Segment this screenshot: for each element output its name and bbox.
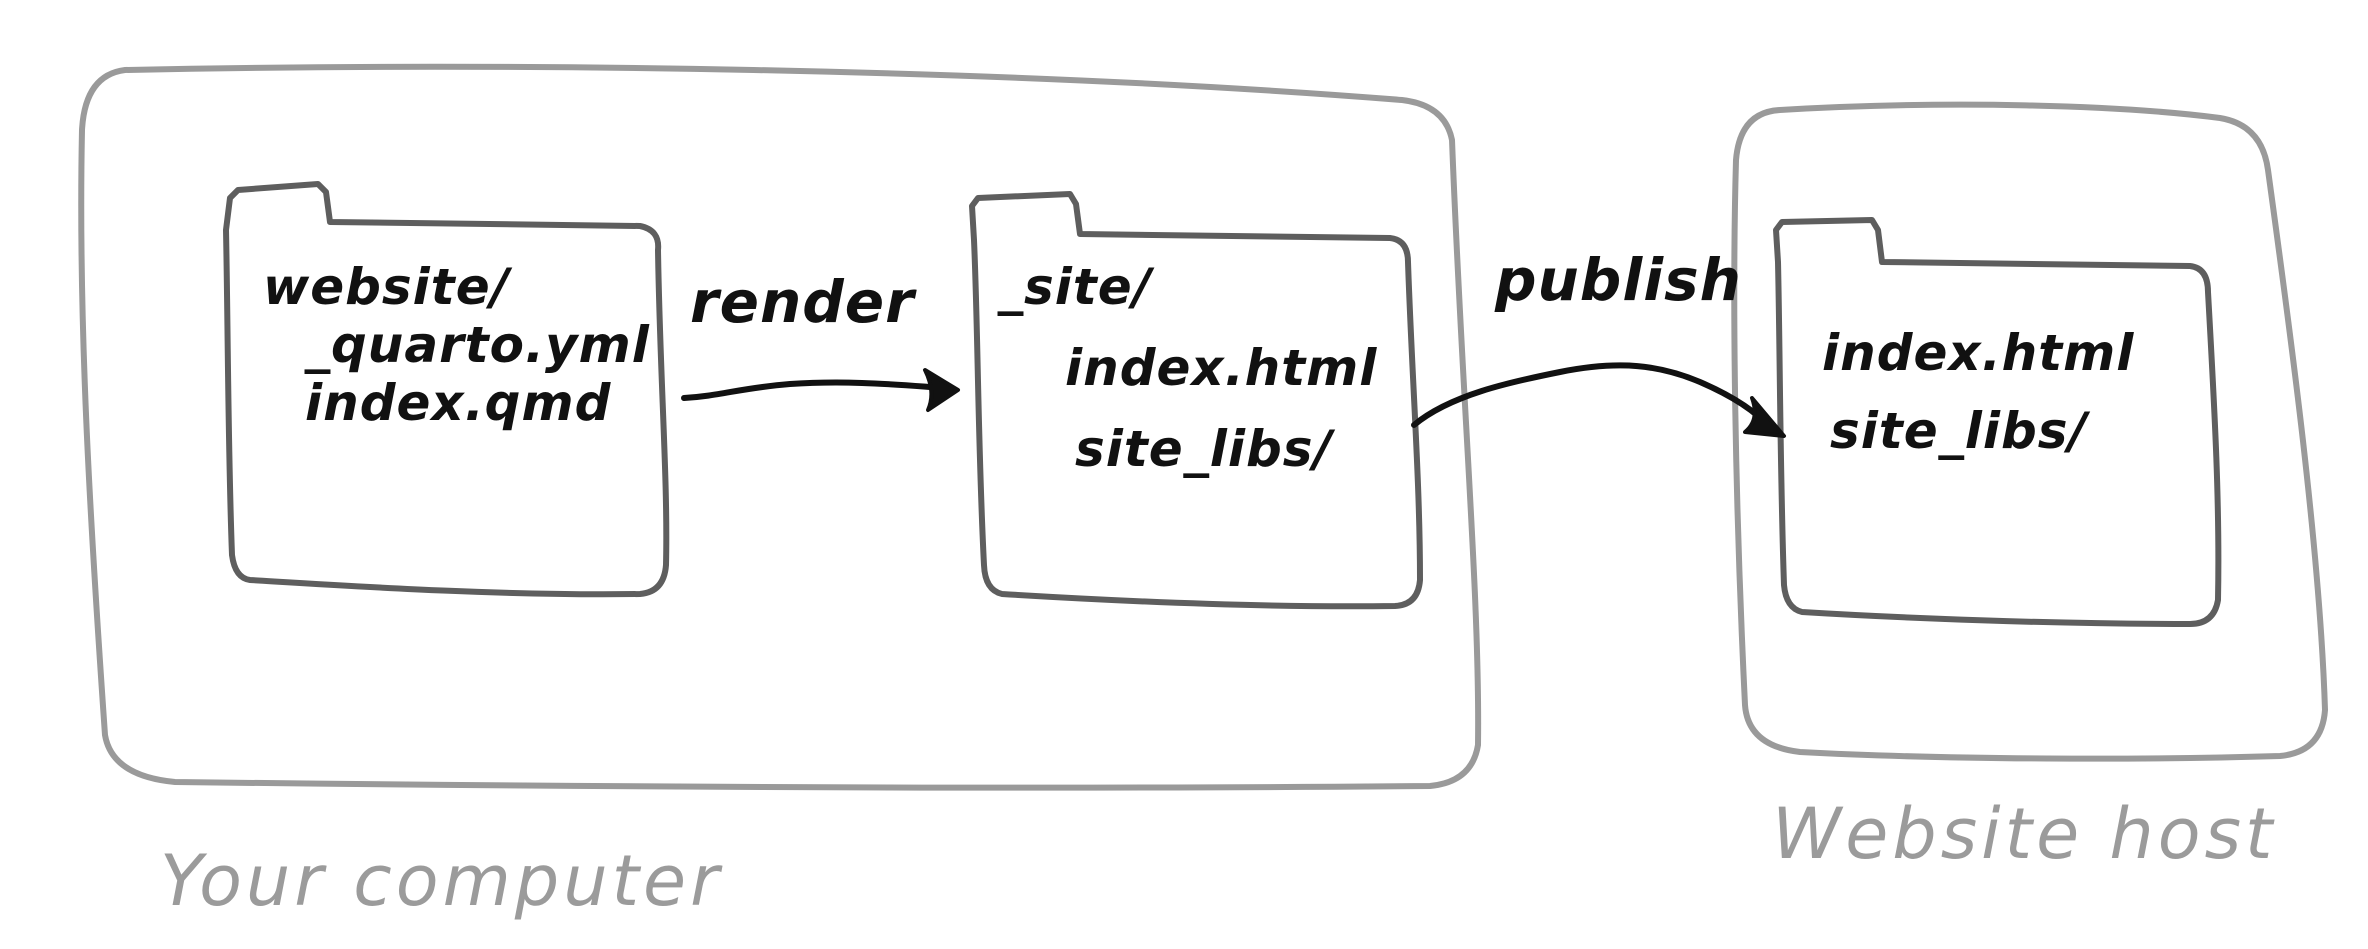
host-folder-line-2: site_libs/ [1830, 402, 2091, 460]
source-folder-line-1: website/ [263, 258, 513, 316]
site-folder-line-1: _site/ [997, 258, 1155, 316]
site-folder-line-2: index.html [1065, 339, 1377, 397]
publish-arrow-line [1411, 362, 1773, 431]
publish-edge-label: publish [1494, 246, 1742, 314]
host-folder: index.html site_libs/ [1773, 217, 2222, 627]
site-folder: _site/ index.html site_libs/ [969, 191, 1423, 610]
your-computer-box [78, 63, 1482, 791]
render-edge: render [681, 268, 960, 412]
publish-edge: publish [1411, 246, 1786, 438]
source-folder-line-2: _quarto.yml [304, 316, 650, 374]
source-folder: website/ _quarto.yml index.qmd [223, 181, 670, 598]
site-folder-outline [969, 191, 1423, 610]
website-host-label: Website host [1772, 793, 2277, 875]
host-folder-line-1: index.html [1822, 324, 2134, 382]
source-folder-line-3: index.qmd [305, 374, 612, 432]
site-folder-line-3: site_libs/ [1075, 420, 1336, 478]
source-folder-outline [223, 181, 670, 598]
your-computer-label: Your computer [160, 840, 723, 922]
render-arrow-line [681, 379, 948, 401]
render-edge-label: render [690, 268, 917, 336]
render-arrowhead [923, 368, 960, 412]
publish-arrowhead [1743, 396, 1786, 438]
host-folder-outline [1773, 217, 2222, 627]
